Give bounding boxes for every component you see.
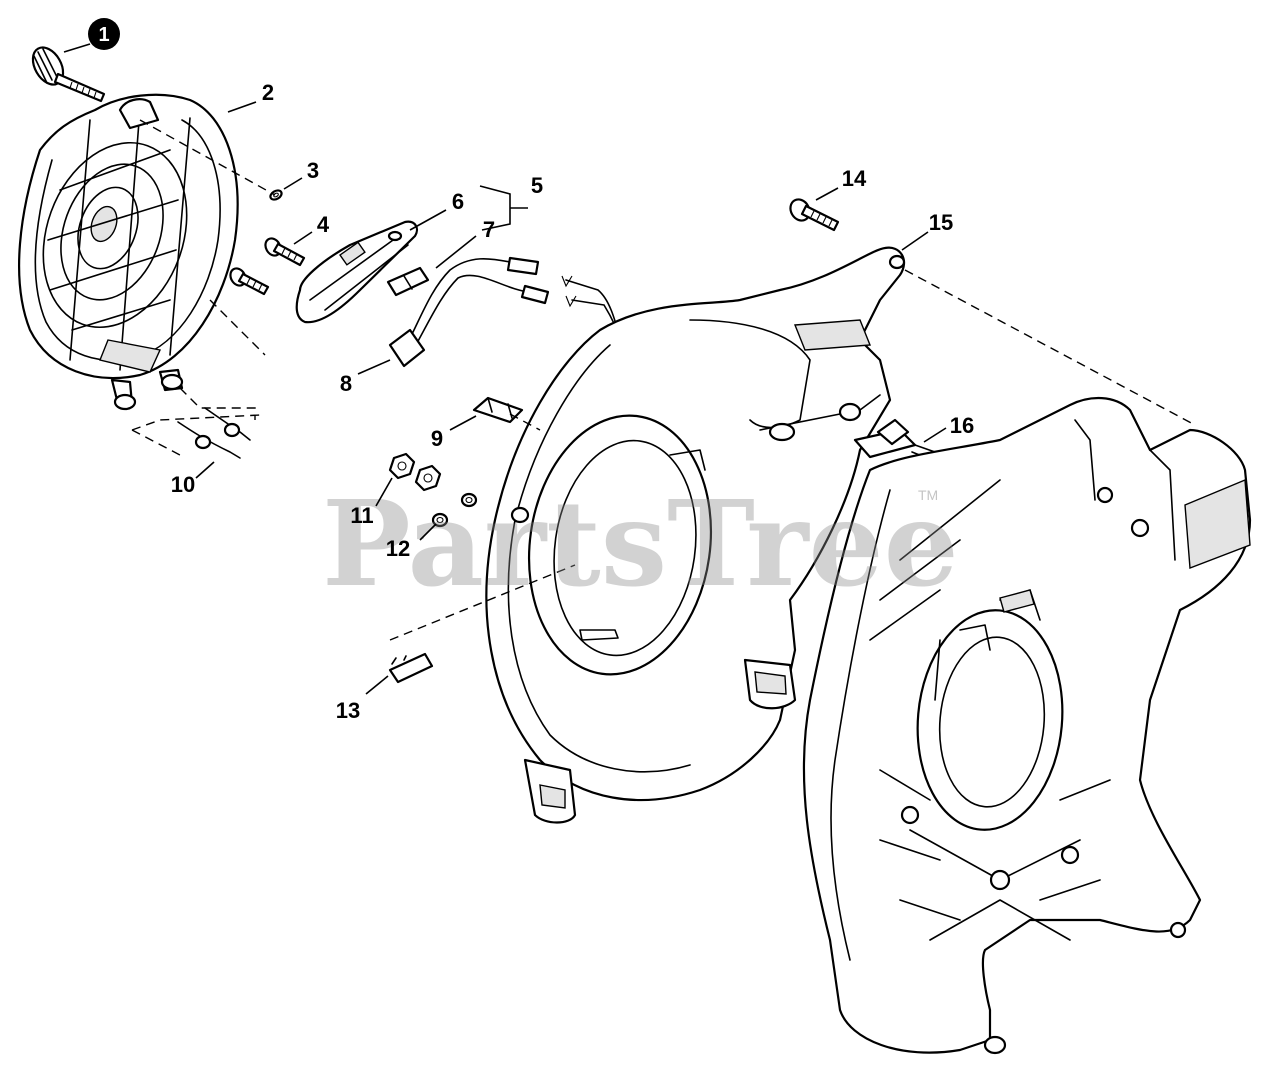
part-4-screw-upper[interactable] (262, 236, 306, 267)
part-14-screw[interactable] (787, 196, 840, 232)
leader-lines (63, 43, 947, 695)
part-11-nut-left[interactable] (388, 452, 416, 480)
svg-text:PartsTree: PartsTree (322, 474, 959, 613)
part-11-nut-right[interactable] (414, 464, 442, 492)
callout-5: 5 (531, 173, 543, 198)
callout-12: 12 (386, 536, 410, 561)
callout-4: 4 (317, 212, 330, 237)
part-12-washer-right[interactable] (460, 492, 478, 508)
part-15-fan-housing[interactable] (485, 246, 906, 824)
svg-text:TM: TM (918, 487, 938, 503)
callout-9: 9 (431, 426, 443, 451)
callout-13: 13 (336, 698, 360, 723)
callout-2: 2 (262, 80, 274, 105)
callout-3: 3 (307, 158, 319, 183)
blower-housing[interactable] (802, 396, 1252, 1055)
callout-16: 16 (950, 413, 974, 438)
part-13-plug[interactable] (388, 652, 434, 684)
assembly-lines (131, 119, 1196, 641)
part-3-washer[interactable] (269, 189, 283, 202)
callout-11: 11 (350, 503, 373, 528)
part-1-knob-screw[interactable] (27, 42, 106, 103)
callout-1: 1 (88, 18, 120, 50)
part-12-washer-left[interactable] (431, 512, 449, 528)
part-7-connector[interactable] (386, 266, 430, 297)
callout-15: 15 (929, 210, 953, 235)
svg-text:1: 1 (98, 24, 109, 46)
callout-7: 7 (483, 217, 495, 242)
callout-6: 6 (452, 189, 464, 214)
part-9-clip[interactable] (472, 396, 524, 424)
part-8-wire-harness[interactable] (388, 256, 625, 368)
callout-14: 14 (842, 166, 867, 191)
part-2-starter-cover[interactable] (18, 93, 239, 411)
part-10-springs[interactable] (177, 407, 251, 459)
callout-8: 8 (340, 371, 352, 396)
watermark: PartsTree TM (322, 474, 959, 613)
part-4-screw-lower[interactable] (227, 266, 270, 296)
part-6-bracket[interactable] (295, 220, 419, 324)
callout-10: 10 (171, 472, 195, 497)
